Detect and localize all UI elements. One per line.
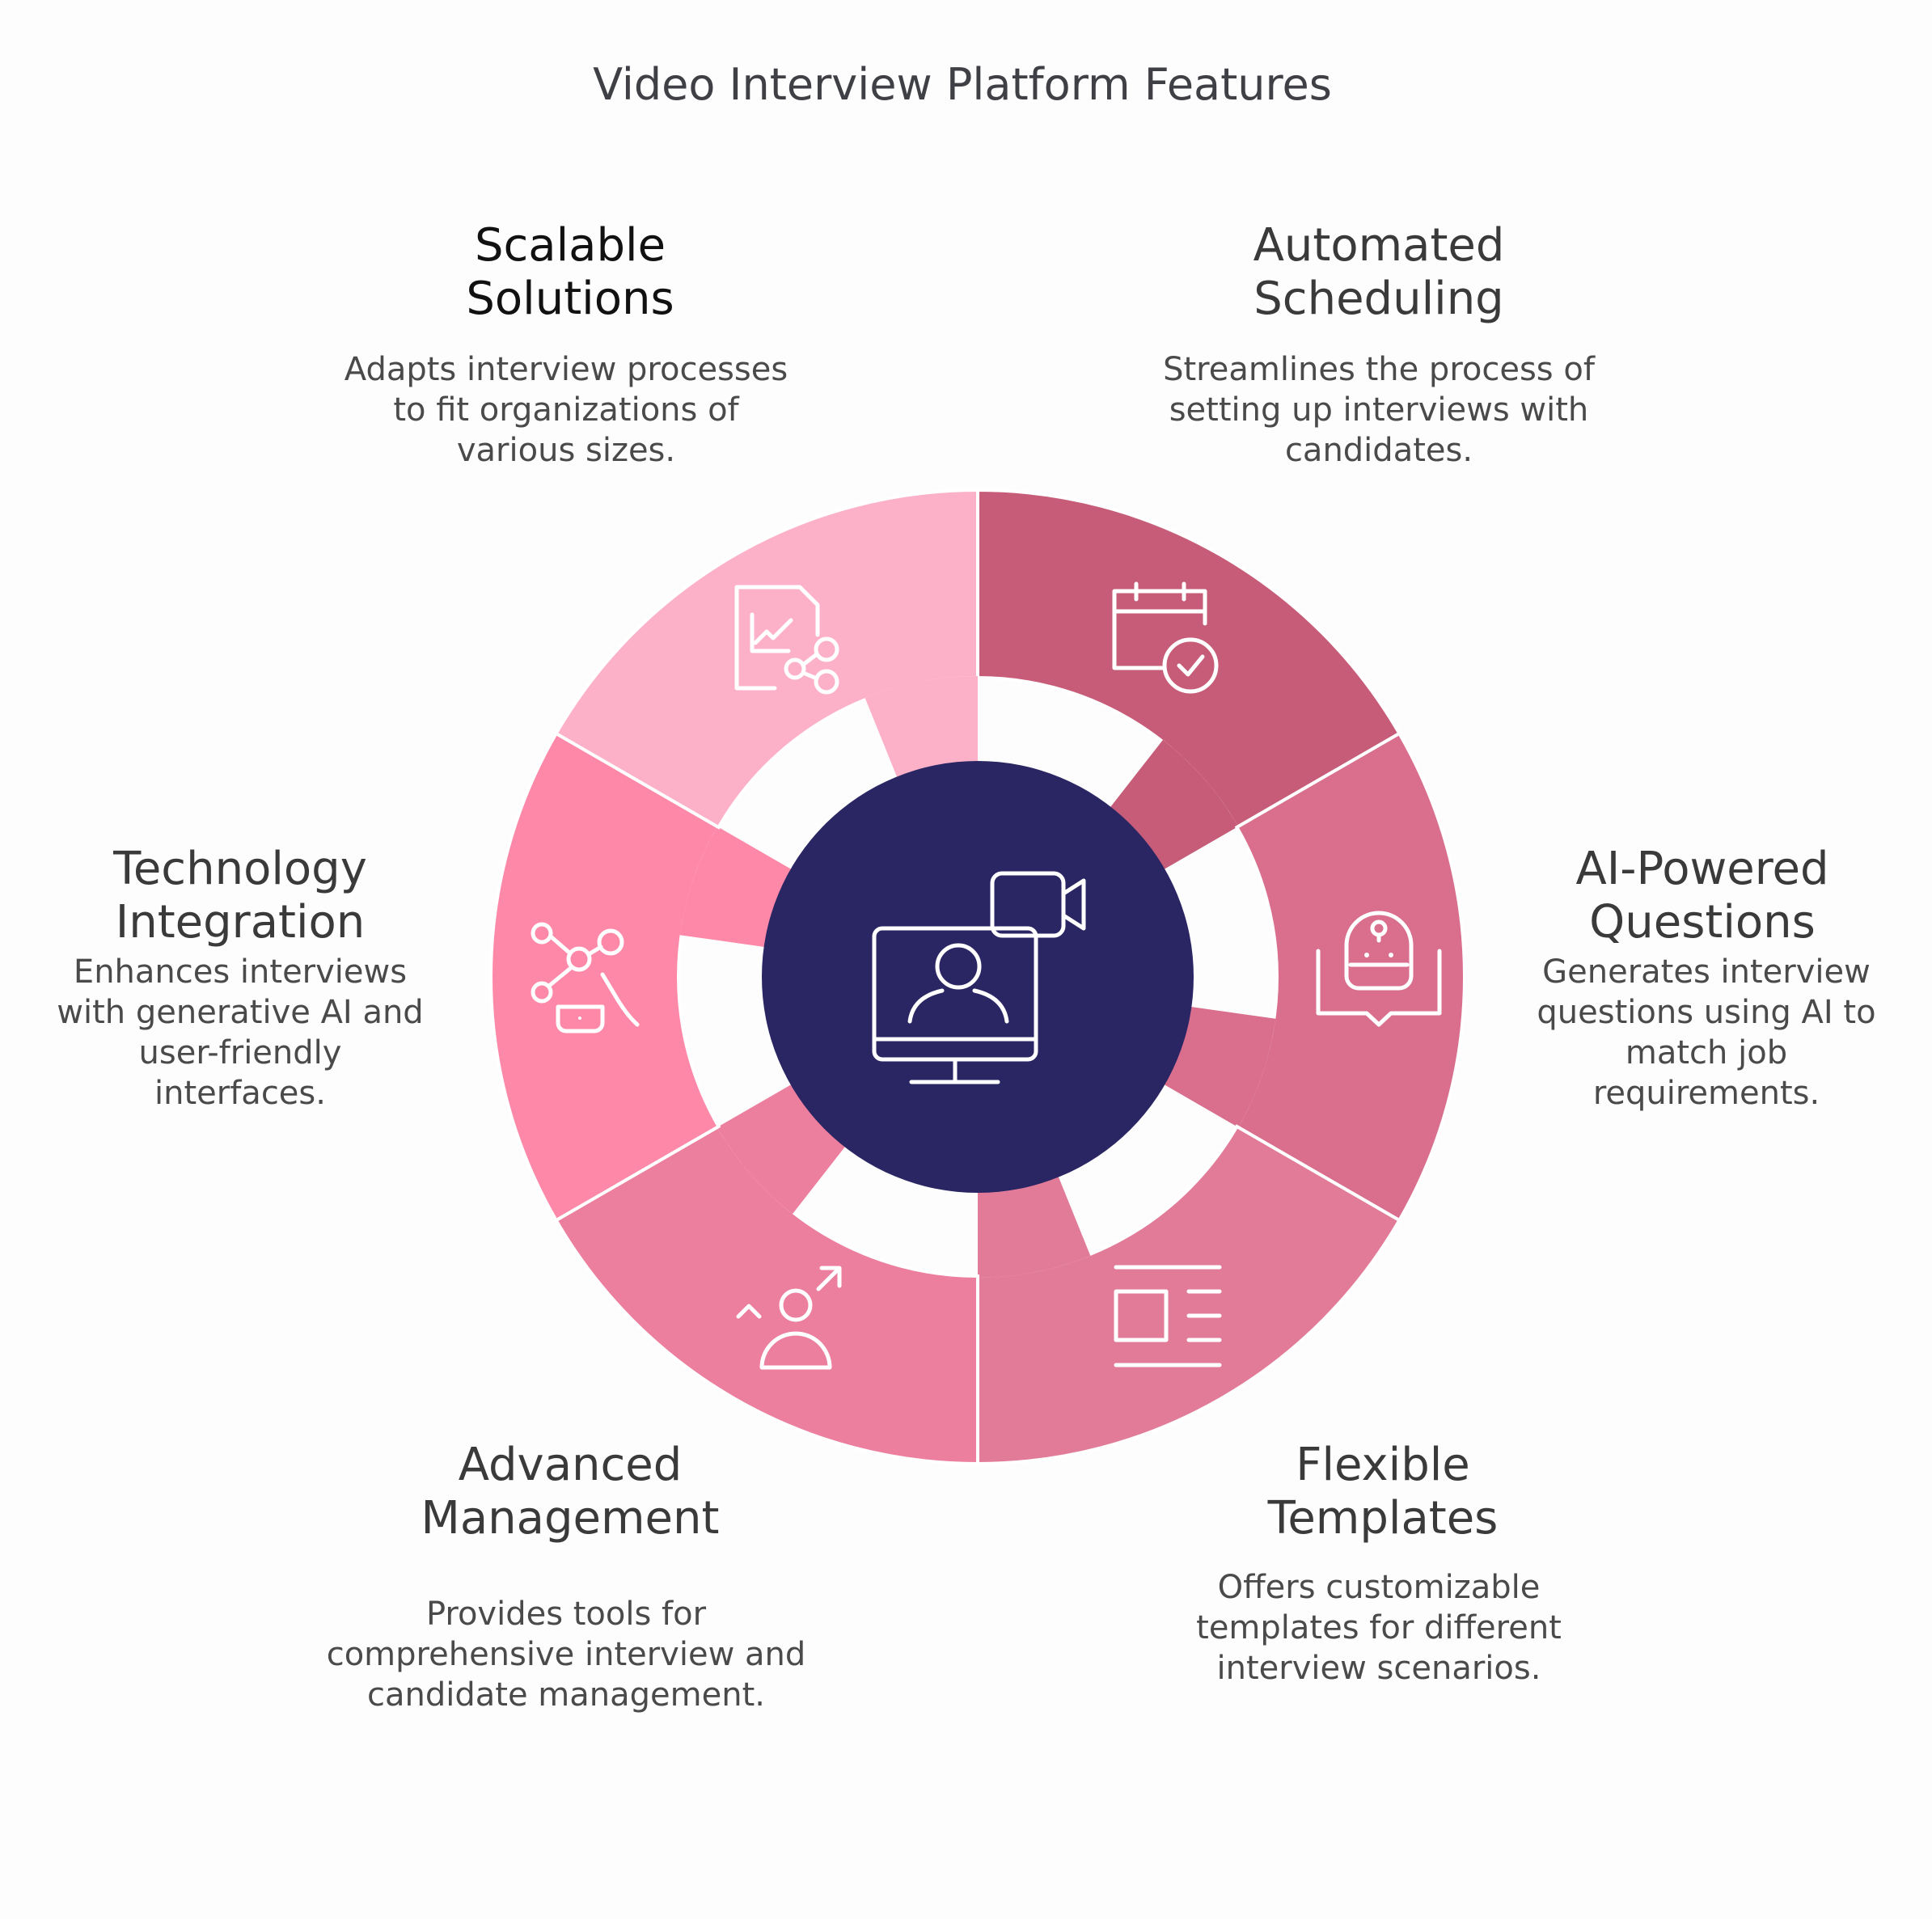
- feature-description-line: match job: [1626, 1034, 1787, 1072]
- feature-heading-line: Questions: [1589, 896, 1816, 949]
- ring-segment-connector: [865, 676, 978, 782]
- feature-scalable-solutions: Scalable Solutions Adapts interview proc…: [345, 219, 788, 469]
- feature-labels: Automated Scheduling Streamlines the pro…: [57, 219, 1875, 1714]
- video-call-monitor-icon: [872, 871, 1086, 1084]
- feature-heading-line: Technology: [112, 843, 367, 895]
- feature-description-line: questions using AI to: [1537, 994, 1875, 1031]
- feature-description-line: setting up interviews with: [1169, 391, 1589, 429]
- feature-flexible-templates: Flexible Templates Offers customizable t…: [1196, 1439, 1562, 1687]
- feature-heading-line: AI-Powered: [1575, 843, 1828, 895]
- feature-heading-line: Flexible: [1296, 1439, 1470, 1491]
- feature-description-line: with generative AI and: [57, 994, 423, 1031]
- feature-description-line: comprehensive interview and: [327, 1636, 806, 1673]
- feature-advanced-management: Advanced Management Provides tools for c…: [327, 1439, 806, 1714]
- feature-description-line: Adapts interview processes: [345, 351, 788, 388]
- feature-description-line: candidate management.: [367, 1676, 765, 1714]
- feature-description-line: to fit organizations of: [393, 391, 739, 429]
- feature-heading-line: Scheduling: [1253, 273, 1503, 325]
- person-growth-icon: [736, 1266, 842, 1370]
- ring-segment-flexible-templates: [976, 1124, 1402, 1466]
- feature-heading-line: Management: [421, 1492, 720, 1545]
- ring-segment-connector: [1160, 1006, 1276, 1127]
- document-chart-share-icon: [734, 585, 839, 695]
- feature-description-line: user-friendly: [139, 1034, 342, 1072]
- feature-description-line: candidates.: [1285, 432, 1473, 469]
- layout-template-icon: [1114, 1265, 1222, 1367]
- feature-heading-line: Templates: [1267, 1492, 1499, 1545]
- feature-heading-line: Advanced: [459, 1439, 683, 1491]
- feature-heading-line: Solutions: [466, 273, 674, 325]
- network-touch-icon: [531, 922, 640, 1033]
- ring-segment-connector: [679, 826, 796, 948]
- feature-description-line: requirements.: [1593, 1075, 1820, 1112]
- feature-technology-integration: Technology Integration Enhances intervie…: [57, 843, 423, 1112]
- ring-segment-outer: [976, 1124, 1402, 1466]
- feature-description-line: Enhances interviews: [74, 953, 407, 991]
- feature-description-line: Streamlines the process of: [1163, 351, 1596, 388]
- feature-description-line: Generates interview: [1542, 953, 1871, 991]
- feature-automated-scheduling: Automated Scheduling Streamlines the pro…: [1163, 219, 1596, 469]
- feature-heading-line: Integration: [116, 896, 366, 949]
- diagram-title: Video Interview Platform Features: [593, 59, 1332, 110]
- calendar-check-icon: [1112, 581, 1219, 694]
- ring-segment-advanced-management: [553, 1082, 979, 1466]
- ring-segment-outer: [553, 1124, 979, 1466]
- feature-description-line: various sizes.: [457, 432, 675, 469]
- feature-description-line: Provides tools for: [426, 1596, 707, 1633]
- ring-segment-scalable-solutions: [553, 488, 979, 830]
- feature-ai-powered-questions: AI-Powered Questions Generates interview…: [1537, 843, 1875, 1112]
- ring-segment-outer: [553, 488, 979, 830]
- feature-description-line: Offers customizable: [1218, 1569, 1541, 1606]
- feature-description-line: interview scenarios.: [1217, 1650, 1541, 1687]
- feature-description-line: templates for different: [1196, 1609, 1562, 1646]
- feature-heading-line: Scalable: [475, 219, 666, 272]
- ring-segment-outer: [1234, 731, 1466, 1223]
- feature-heading-line: Automated: [1253, 219, 1505, 272]
- ring-segment-connector: [978, 1172, 1091, 1278]
- robot-book-icon: [1316, 911, 1442, 1027]
- ring-segment-ai-powered-questions: [1160, 731, 1466, 1223]
- feature-description-line: interfaces.: [154, 1075, 326, 1112]
- ring-segment-outer: [976, 488, 1402, 830]
